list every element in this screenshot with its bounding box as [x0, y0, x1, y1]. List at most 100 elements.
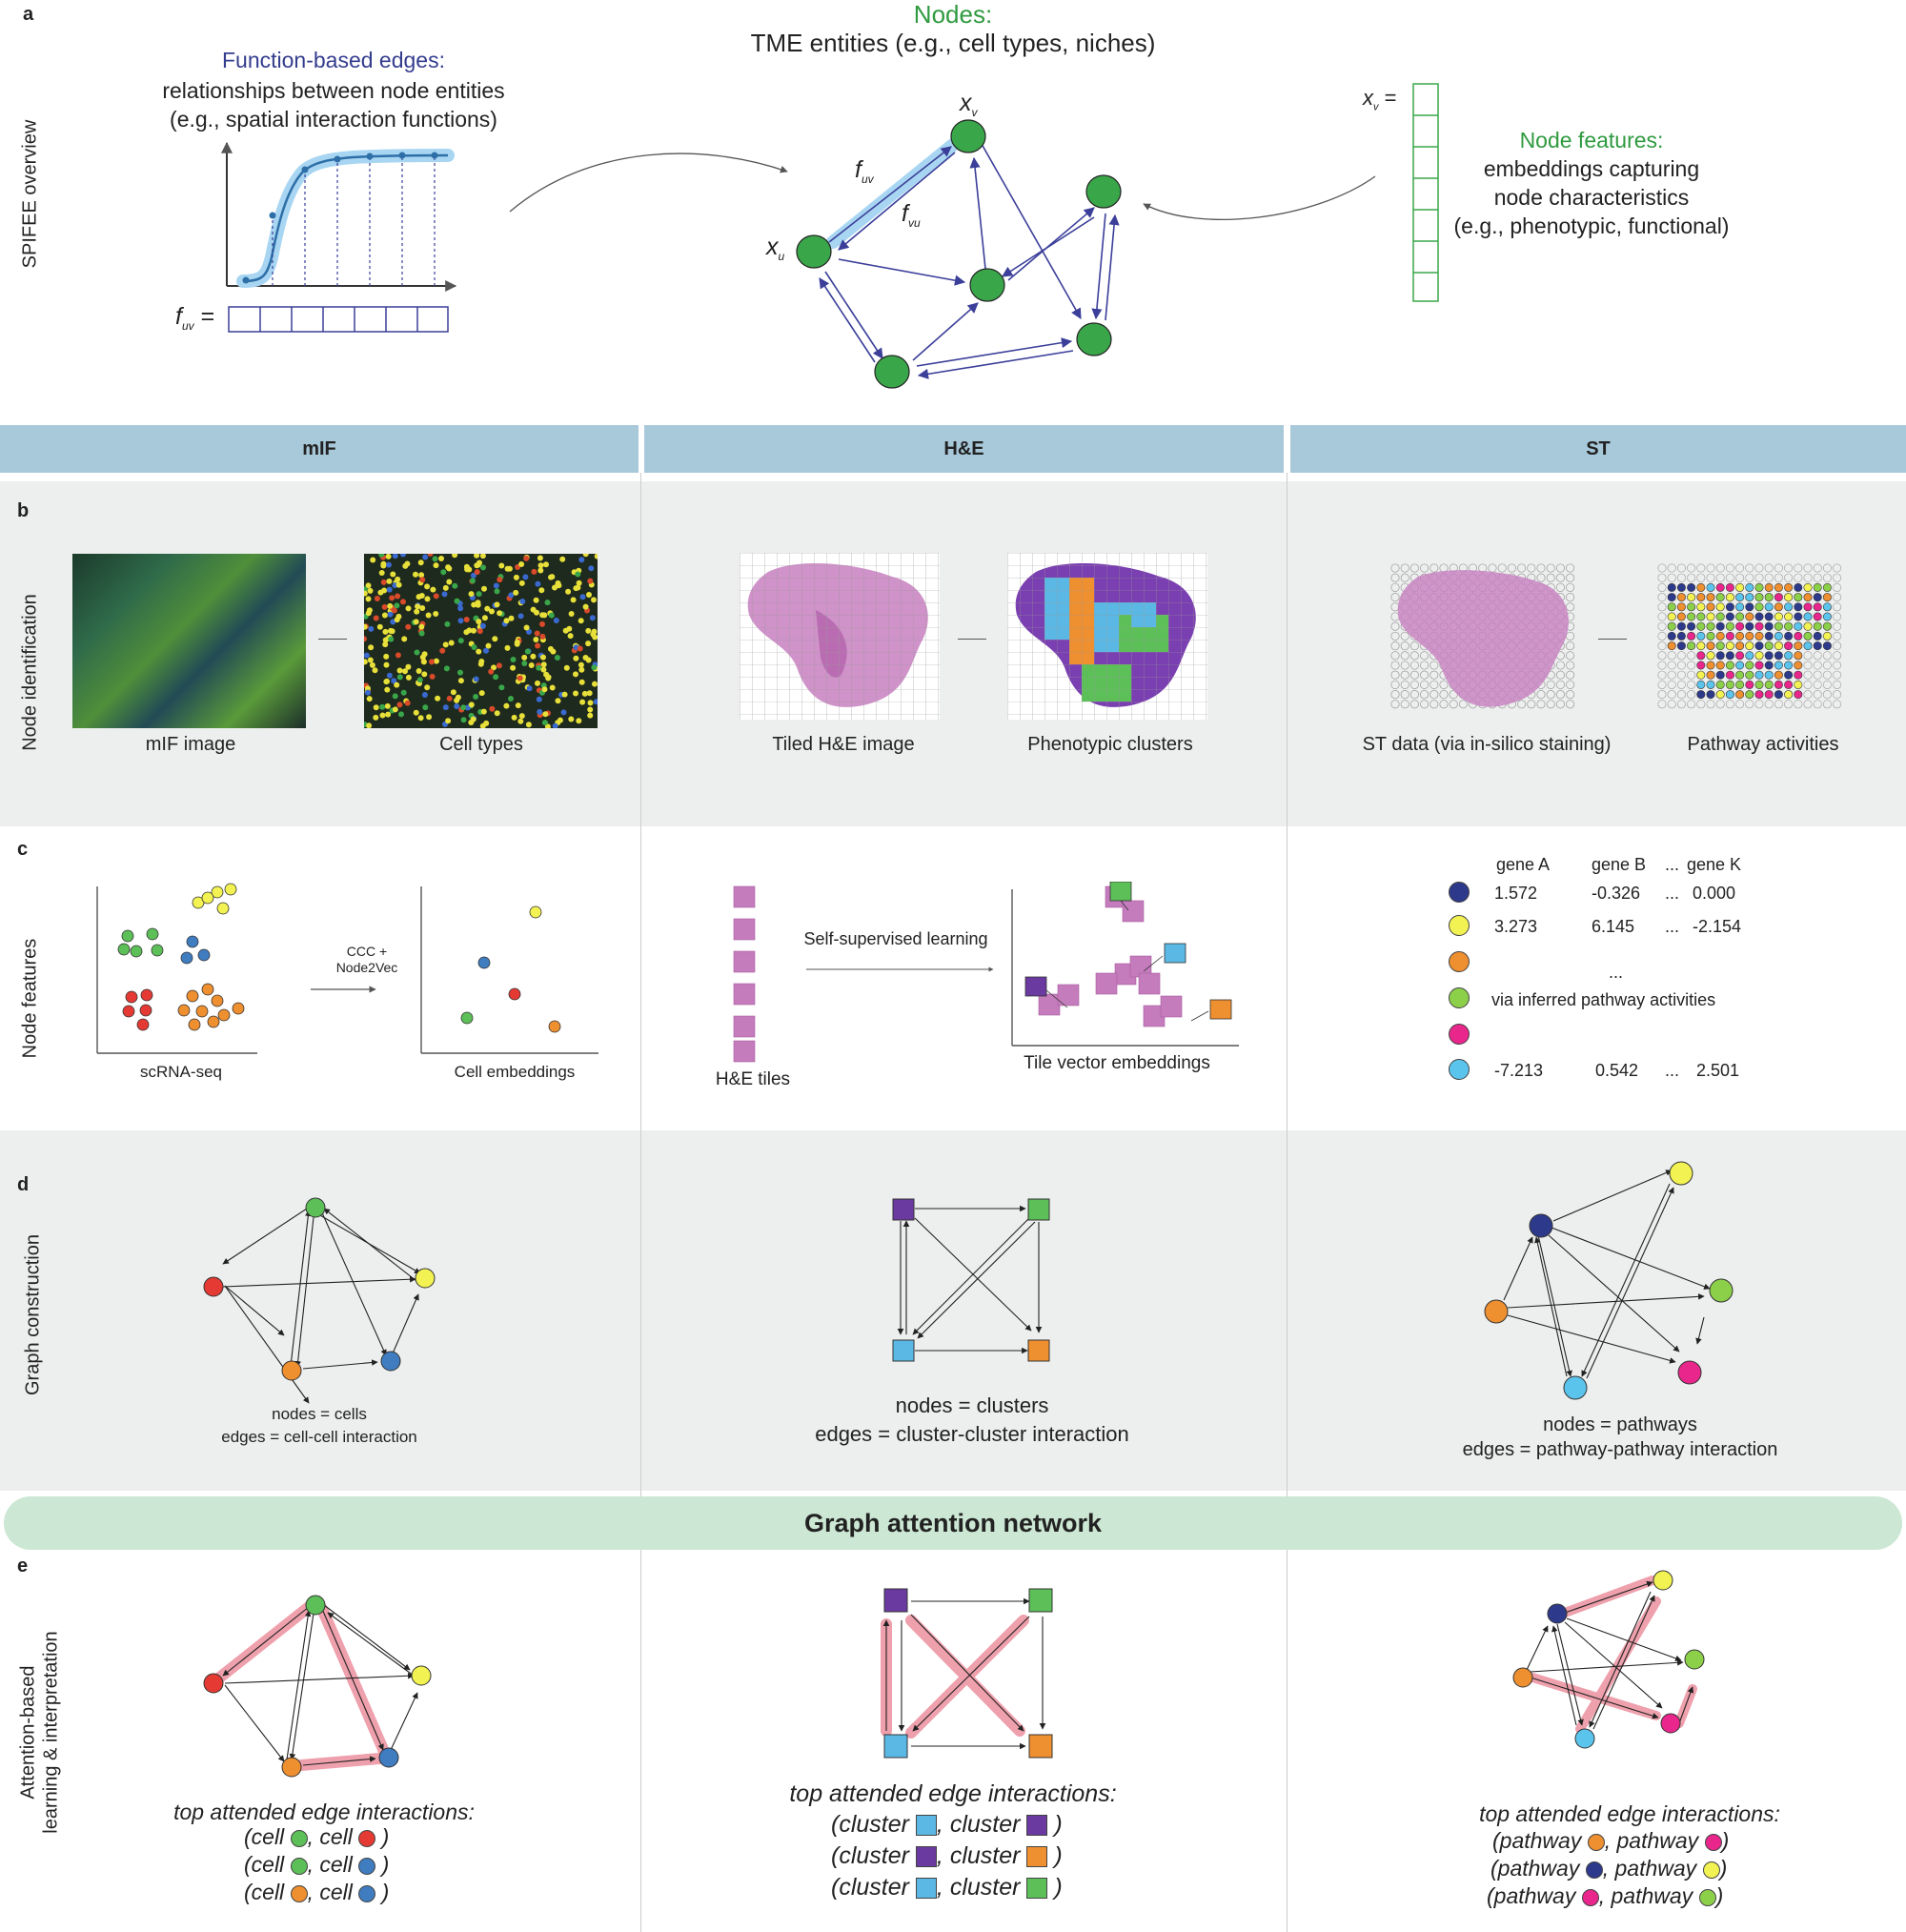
pathway-spot: [1813, 593, 1822, 602]
pathway-spot: [1764, 563, 1774, 573]
row-2-dots: ...: [1665, 917, 1680, 936]
cell-dot: [452, 582, 458, 589]
function-plot: [221, 141, 457, 333]
cell-dot: [575, 584, 581, 591]
column-header-mif: mIF: [0, 425, 639, 473]
cell-dot: [588, 565, 595, 572]
cell-dot: [481, 615, 488, 621]
cell-dot: [503, 618, 510, 624]
st-spot: [1400, 661, 1409, 670]
st-spot: [1566, 700, 1575, 709]
cell-dot: [386, 578, 393, 584]
pathway-spot: [1706, 631, 1715, 641]
cell-dot: [417, 715, 424, 722]
cell-dot: [543, 561, 549, 568]
pathway-spot: [1687, 612, 1696, 621]
cell-dot: [365, 689, 371, 696]
cell-dot: [497, 610, 503, 617]
cell-dot: [535, 642, 541, 649]
cell-dot: [457, 638, 464, 644]
cell-dot: [364, 623, 368, 630]
cell-dot: [480, 708, 487, 715]
pathway-spot: [1735, 593, 1745, 602]
pathway-activities-caption: Pathway activities: [1687, 734, 1839, 755]
edges-desc-1: relationships between node entities: [162, 78, 505, 103]
pathway-spot: [1745, 700, 1754, 709]
st-spot: [1400, 563, 1409, 573]
cell-dot: [463, 629, 470, 636]
pathway-spot: [1657, 612, 1667, 621]
pathway-spot: [1725, 563, 1734, 573]
cell-dot: [463, 617, 470, 622]
cell-dot: [468, 702, 475, 708]
st-spot: [1390, 631, 1400, 641]
cell-dot: [404, 560, 411, 567]
gene-a-header: gene A: [1496, 855, 1551, 874]
cell-dot: [400, 599, 406, 605]
cell-dot: [582, 655, 589, 661]
band-b: [0, 481, 1906, 826]
cell-dot: [545, 675, 552, 681]
cell-dot: [455, 694, 461, 701]
pathway-spot: [1764, 690, 1774, 700]
pathway-spot: [1784, 670, 1794, 680]
st-spot: [1439, 690, 1449, 700]
cell-dot: [474, 569, 480, 576]
pathway-spot: [1696, 690, 1706, 700]
pathway-spot: [1833, 563, 1842, 573]
cell-dot: [521, 654, 528, 661]
pathway-spot: [1735, 690, 1745, 700]
pathway-spot: [1696, 573, 1706, 582]
cell-dot: [405, 663, 412, 670]
cell-dot: [548, 612, 555, 619]
cell-dot: [443, 665, 450, 672]
cell-dot: [508, 615, 515, 621]
pathway-spot: [1822, 680, 1832, 689]
cell-dot: [523, 555, 530, 561]
cell-dot: [421, 692, 428, 698]
pathway-spot: [1696, 602, 1706, 612]
st-spot: [1400, 631, 1409, 641]
cell-dot: [517, 718, 524, 724]
pathway-spot: [1696, 563, 1706, 573]
cell-dot: [552, 584, 558, 591]
cell-dot: [556, 582, 562, 589]
cell-dot: [541, 686, 548, 693]
st-spot: [1390, 621, 1400, 631]
pathway-spot: [1803, 661, 1813, 670]
pathway-spot: [1803, 680, 1813, 689]
cell-dot: [586, 592, 592, 598]
st-spot: [1488, 563, 1497, 573]
cell-dot: [522, 574, 529, 580]
pathway-spot: [1774, 621, 1783, 631]
pathway-spot: [1735, 700, 1745, 709]
pathway-spot: [1725, 582, 1734, 592]
row-6-k: 2.501: [1696, 1061, 1740, 1080]
pathway-spot: [1784, 700, 1794, 709]
mif-top-row-3: (cell , cell ): [244, 1880, 390, 1904]
pheno-clusters-caption: Phenotypic clusters: [1027, 734, 1193, 755]
st-spot: [1390, 641, 1400, 651]
pathway-spot: [1833, 651, 1842, 661]
cell-dot: [470, 578, 476, 584]
cell-dot: [413, 571, 418, 578]
cell-dot: [388, 636, 395, 642]
pathway-spot: [1774, 661, 1783, 670]
cell-dot: [591, 597, 597, 603]
cell-dot: [404, 700, 411, 706]
pathway-spot: [1657, 621, 1667, 631]
row-1-b: -0.326: [1592, 884, 1641, 903]
cell-dot: [364, 590, 368, 597]
cell-dot: [392, 554, 398, 559]
st-spot: [1555, 582, 1565, 592]
he-tiles: [733, 882, 1239, 1063]
cell-dot: [405, 623, 412, 630]
pathway-spot: [1745, 661, 1754, 670]
cell-dot: [549, 684, 556, 691]
cell-dot: [474, 562, 480, 569]
pathway-spot: [1764, 680, 1774, 689]
pathway-spot: [1745, 573, 1754, 582]
cell-dot: [422, 704, 429, 711]
cell-dot: [364, 636, 367, 642]
cell-dot: [389, 595, 395, 601]
